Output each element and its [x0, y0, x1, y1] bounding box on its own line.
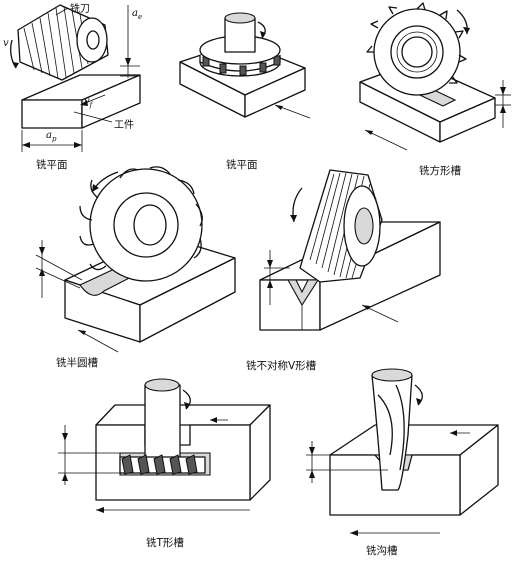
workpiece-side	[81, 74, 141, 129]
spindle	[224, 17, 256, 53]
workpiece-side	[244, 67, 306, 118]
rotation-arrow	[182, 389, 191, 410]
workpiece-side	[139, 257, 236, 343]
caption-t-slot: 铣T形槽	[146, 537, 184, 549]
semicircle-groove-drawing	[35, 166, 236, 353]
end-mill-flute-2	[395, 384, 405, 471]
diagram-semicircle-groove: 铣半圆槽	[0, 166, 250, 375]
caption-keyway: 铣沟槽	[366, 545, 398, 557]
cutter-bore	[401, 36, 433, 68]
diagram-square-groove: 铣方形槽	[345, 0, 516, 180]
workpiece-side	[439, 97, 496, 143]
cutter-bore	[354, 207, 374, 245]
t-slot-drawing	[58, 378, 271, 513]
cutter-bore	[133, 204, 167, 246]
cutter-shank	[144, 384, 181, 461]
label-cut-depth: ap	[46, 130, 57, 143]
workpiece-side	[319, 221, 441, 331]
face-mill-end-drawing	[179, 12, 311, 119]
cutter-bore	[86, 30, 100, 50]
workpiece-top	[95, 404, 271, 426]
diagram-asym-v-groove: 铣不对称V形槽	[246, 169, 516, 375]
caption-square-groove: 铣方形槽	[419, 165, 461, 177]
cutter-teeth	[202, 55, 281, 76]
cutter-teeth	[366, 2, 467, 84]
caption-face-mill-spiral: 铣平面	[36, 159, 68, 171]
workpiece-front	[21, 99, 83, 129]
end-mill-flute	[377, 394, 393, 456]
caption-face-mill-end: 铣平面	[226, 159, 258, 171]
label-cut-width: ae	[132, 8, 143, 21]
label-workpiece: 工件	[114, 120, 134, 131]
cutter-teeth	[79, 166, 203, 271]
spindle-end	[224, 12, 256, 24]
diagram-keyway: 铣沟槽	[300, 368, 516, 564]
square-groove-drawing	[359, 2, 511, 151]
asym-v-groove-drawing	[259, 169, 441, 331]
caption-semicircle-groove: 铣半圆槽	[56, 357, 98, 369]
label-feed-speed: vf	[84, 96, 93, 109]
label-cutting-speed: v	[3, 38, 9, 49]
diagram-t-slot: 铣T形槽	[0, 375, 271, 564]
label-cutter: 铣刀	[70, 4, 90, 15]
end-mill-top	[371, 368, 413, 382]
cutter-teeth	[121, 454, 198, 475]
keyway-drawing	[306, 368, 499, 536]
caption-asym-v-groove: 铣不对称V形槽	[246, 360, 317, 372]
shank-end	[144, 378, 180, 392]
face-mill-spiral-drawing	[10, 4, 141, 152]
rotation-arrow	[414, 384, 423, 406]
diagram-face-mill-spiral: 铣刀 工件 v vf ae ap 铣平面	[0, 0, 170, 180]
diagram-face-mill-end: 铣平面	[170, 0, 345, 180]
